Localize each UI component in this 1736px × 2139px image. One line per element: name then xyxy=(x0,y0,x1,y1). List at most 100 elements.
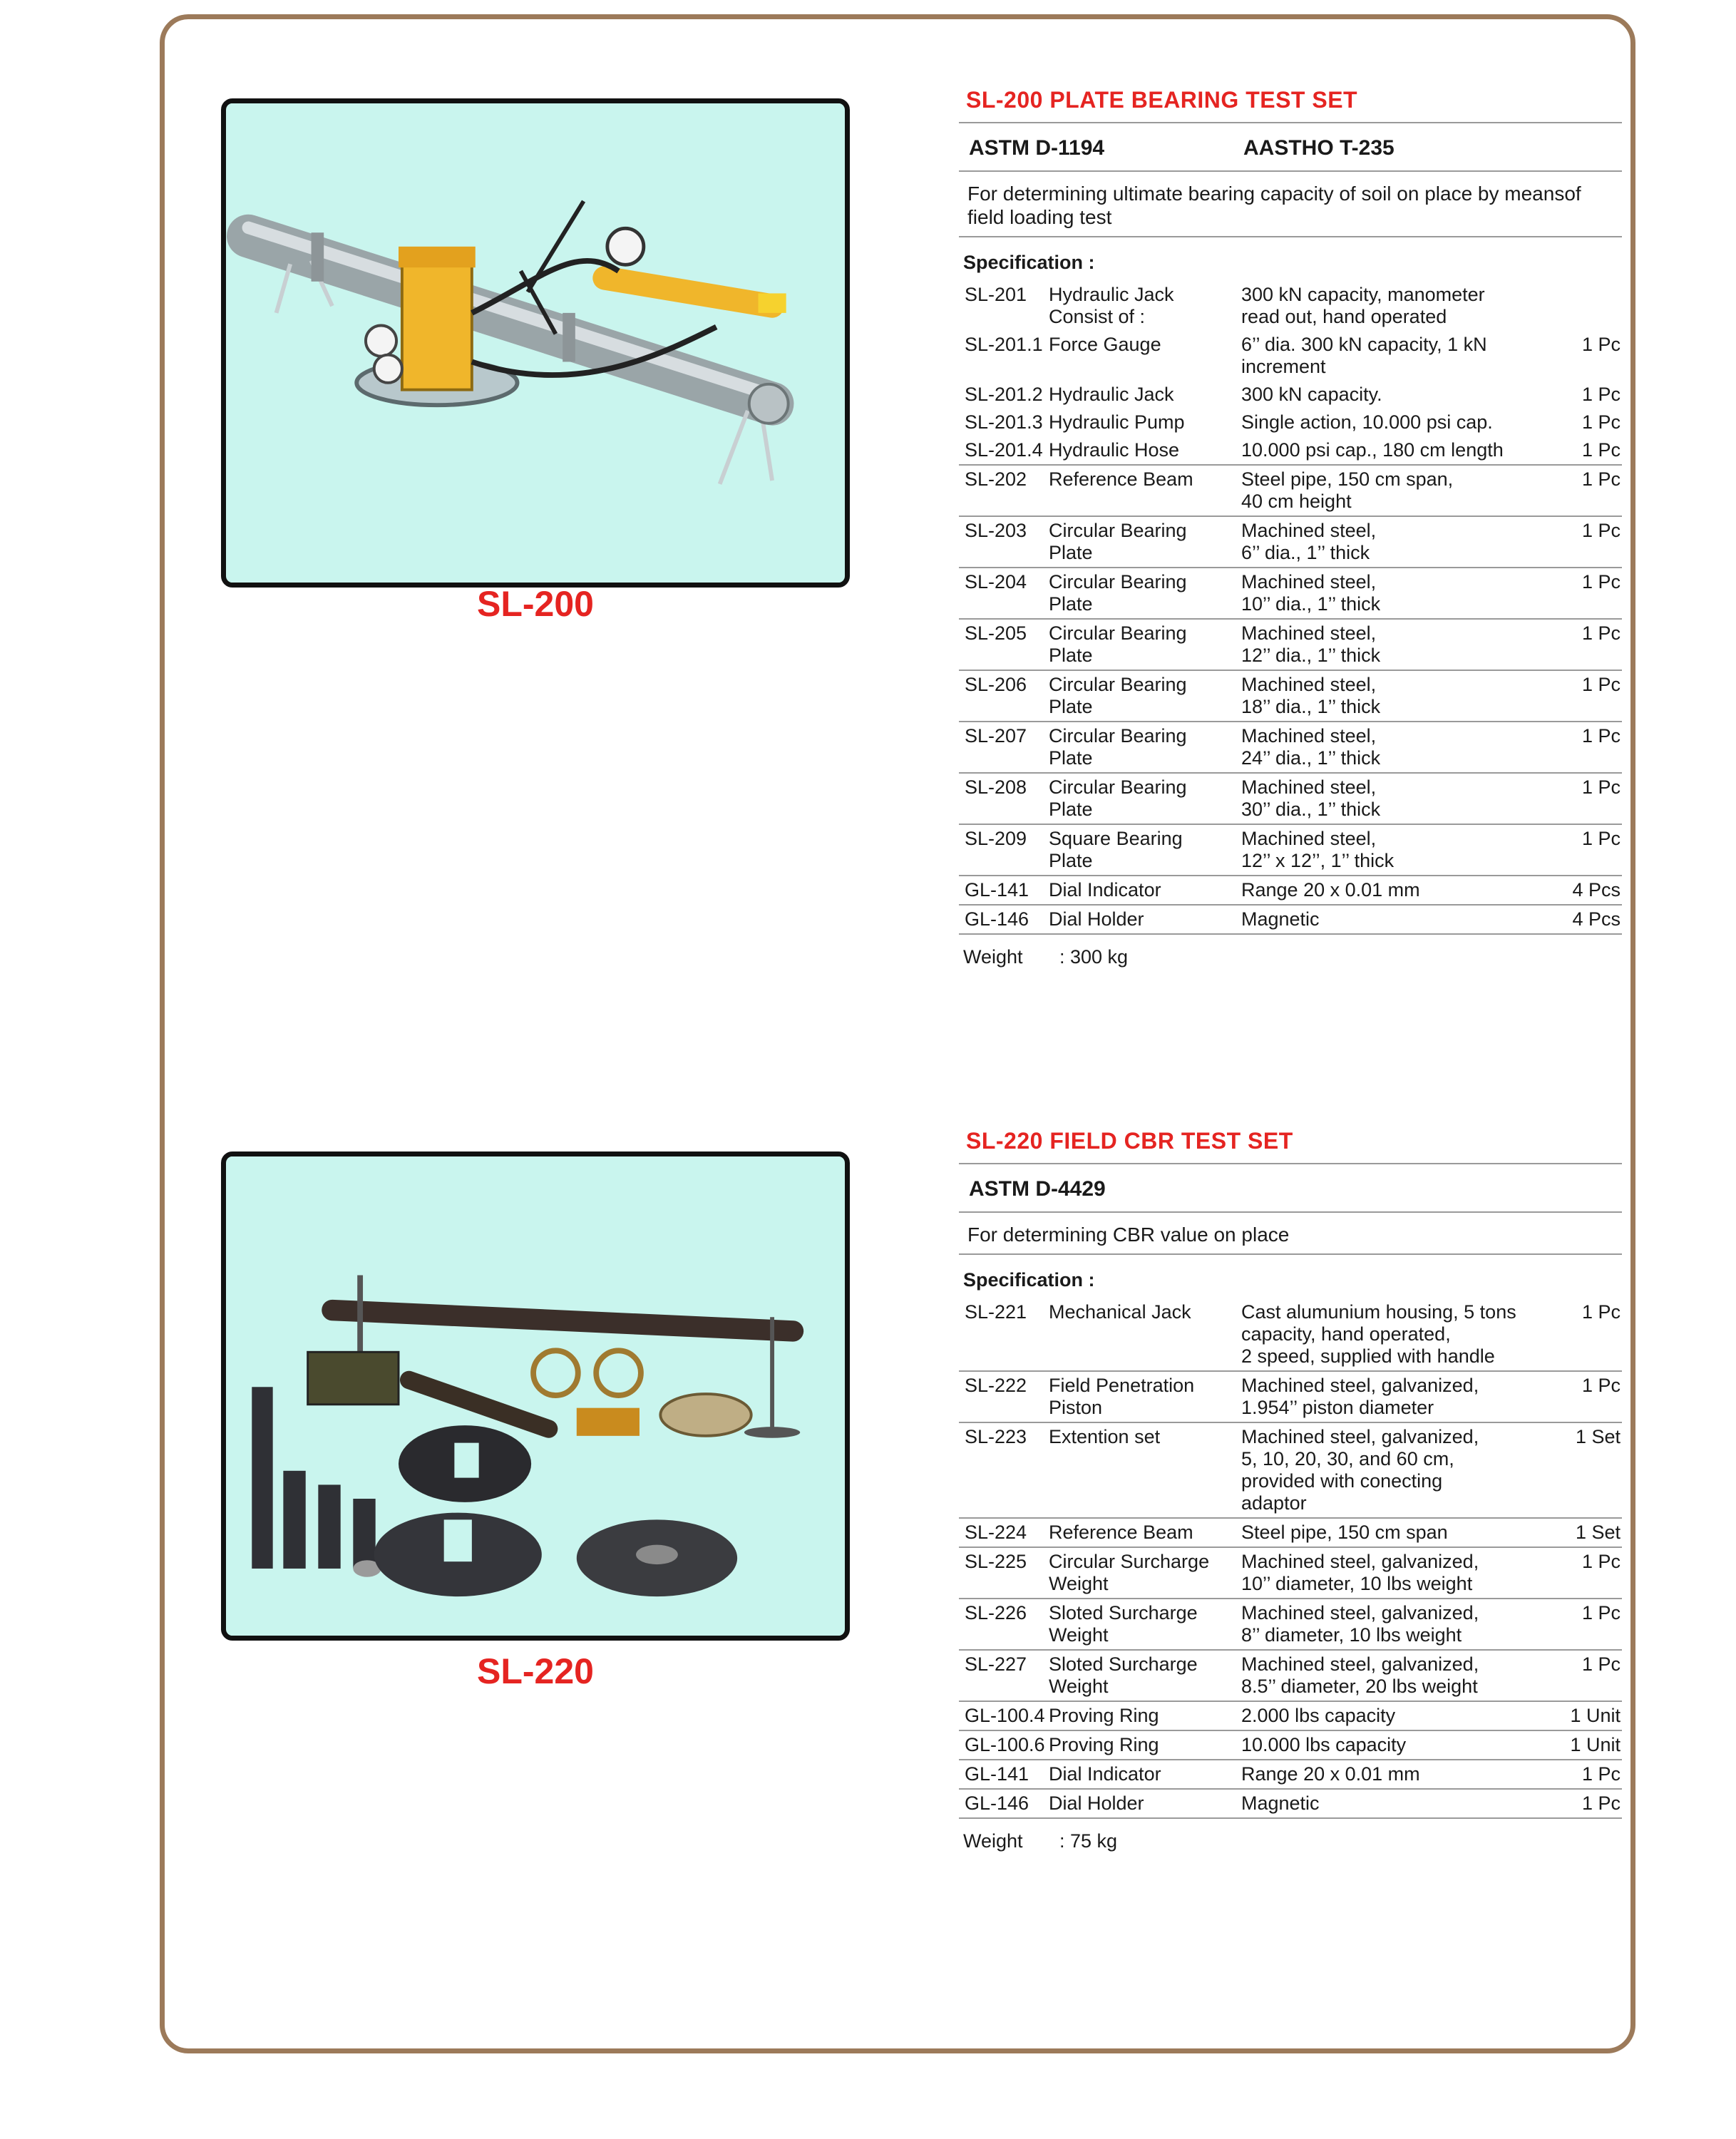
sl220-standards: ASTM D-4429 xyxy=(959,1164,1622,1213)
spec-code: SL-208 xyxy=(965,776,1027,798)
spec-code: SL-204 xyxy=(965,571,1027,593)
spec-description: Steel pipe, 150 cm span, 40 cm height xyxy=(1241,468,1454,512)
sl220-spec-section: SL-220 FIELD CBR TEST SET ASTM D-4429 Fo… xyxy=(959,1128,1622,1852)
spec-quantity: 4 Pcs xyxy=(1572,908,1621,930)
spec-code: SL-201.2 xyxy=(965,384,1043,405)
spec-code: SL-201.1 xyxy=(965,334,1043,355)
spec-code: GL-100.6 xyxy=(965,1734,1045,1755)
spec-name: Reference Beam xyxy=(1049,1522,1193,1543)
spec-code: SL-223 xyxy=(965,1426,1027,1447)
plate-bearing-test-set-illustration xyxy=(227,103,843,583)
spec-quantity: 1 Pc xyxy=(1581,571,1621,593)
spec-code: SL-201.3 xyxy=(965,411,1043,433)
spec-code: SL-221 xyxy=(965,1301,1027,1323)
spec-description: 300 kN capacity, manometer read out, han… xyxy=(1241,284,1485,327)
spec-code: SL-202 xyxy=(965,468,1027,490)
spec-description: 10.000 psi cap., 180 cm length xyxy=(1241,439,1504,461)
sl200-description: For determining ultimate bearing capacit… xyxy=(959,172,1622,237)
spec-row: SL-204 Circular Bearing Plate Machined ste… xyxy=(959,568,1622,620)
sl220-label: SL-220 xyxy=(477,1651,594,1691)
spec-name: Circular Bearing Plate xyxy=(1049,622,1187,666)
spec-description: Cast alumunium housing, 5 tons capacity,… xyxy=(1241,1301,1516,1367)
spec-description: 300 kN capacity. xyxy=(1241,384,1382,405)
spec-quantity: 1 Pc xyxy=(1581,776,1621,798)
sl220-standard-astm: ASTM D-4429 xyxy=(969,1177,1106,1201)
spec-description: Machined steel, galvanized, 5, 10, 20, 3… xyxy=(1241,1426,1479,1514)
spec-code: SL-203 xyxy=(965,520,1027,541)
spec-row: SL-223 Extention set Machined steel, galva… xyxy=(959,1423,1622,1519)
spec-code: SL-209 xyxy=(965,828,1027,849)
spec-name: Dial Holder xyxy=(1049,1792,1144,1814)
spec-name: Square Bearing Plate xyxy=(1049,828,1183,871)
spec-name: Sloted Surcharge Weight xyxy=(1049,1653,1198,1697)
spec-name: Extention set xyxy=(1049,1426,1161,1447)
spec-name: Circular Bearing Plate xyxy=(1049,674,1187,717)
spec-quantity xyxy=(1555,284,1622,328)
sl200-spec-heading: Specification : xyxy=(963,252,1095,273)
spec-quantity: 1 Pc xyxy=(1581,1551,1621,1572)
spec-name: Dial Holder xyxy=(1049,908,1144,930)
spec-name: Circular Bearing Plate xyxy=(1049,725,1187,769)
spec-code: SL-227 xyxy=(965,1653,1027,1675)
spec-description: Machined steel, 10’’ dia., 1’’ thick xyxy=(1241,571,1381,615)
spec-quantity: 1 Pc xyxy=(1581,1763,1621,1785)
spec-quantity: 1 Pc xyxy=(1581,439,1621,461)
spec-code: GL-141 xyxy=(965,1763,1029,1785)
sl200-spec-section: SL-200 PLATE BEARING TEST SET ASTM D-119… xyxy=(959,87,1622,968)
spec-row: SL-201.1 Force Gauge 6’’ dia. 300 kN capac… xyxy=(959,331,1622,381)
spec-name: Proving Ring xyxy=(1049,1734,1159,1755)
spec-description: Magnetic xyxy=(1241,1792,1320,1814)
spec-code: SL-201 xyxy=(965,284,1027,305)
spec-row: SL-226 Sloted Surcharge Weight Machined st… xyxy=(959,1599,1622,1651)
spec-quantity: 1 Pc xyxy=(1581,468,1621,490)
sl200-weight-value: : 300 kg xyxy=(1059,946,1129,968)
spec-code: GL-141 xyxy=(965,879,1029,901)
spec-quantity: 1 Set xyxy=(1575,1522,1621,1543)
spec-name: Circular Bearing Plate xyxy=(1049,571,1187,615)
spec-code: GL-146 xyxy=(965,908,1029,930)
spec-quantity: 1 Pc xyxy=(1581,674,1621,695)
spec-description: 6’’ dia. 300 kN capacity, 1 kN increment xyxy=(1241,334,1487,377)
sl200-weight-label: Weight xyxy=(963,946,1023,968)
spec-description: Machined steel, galvanized, 10’’ diamete… xyxy=(1241,1551,1479,1594)
spec-quantity: 1 Pc xyxy=(1581,1301,1621,1323)
spec-description: Machined steel, galvanized, 1.954’’ pist… xyxy=(1241,1375,1479,1418)
spec-description: Magnetic xyxy=(1241,908,1320,930)
spec-name: Dial Indicator xyxy=(1049,879,1161,901)
spec-description: Machined steel, 24’’ dia., 1’’ thick xyxy=(1241,725,1381,769)
spec-name: Sloted Surcharge Weight xyxy=(1049,1602,1198,1646)
spec-description: 2.000 lbs capacity xyxy=(1241,1705,1396,1726)
spec-code: SL-205 xyxy=(965,622,1027,644)
spec-name: Proving Ring xyxy=(1049,1705,1159,1726)
spec-name: Circular Bearing Plate xyxy=(1049,520,1187,563)
sl220-description: For determining CBR value on place xyxy=(959,1213,1622,1255)
spec-name: Force Gauge xyxy=(1049,334,1161,355)
spec-name: Circular Surcharge Weight xyxy=(1049,1551,1210,1594)
spec-description: Machined steel, 12’’ dia., 1’’ thick xyxy=(1241,622,1381,666)
spec-quantity: 1 Pc xyxy=(1581,411,1621,433)
spec-description: Single action, 10.000 psi cap. xyxy=(1241,411,1493,433)
sl200-standard-astm: ASTM D-1194 xyxy=(969,136,1105,160)
spec-quantity: 1 Pc xyxy=(1581,384,1621,405)
spec-description: Machined steel, galvanized, 8’’ diameter… xyxy=(1241,1602,1479,1646)
spec-name: Hydraulic Hose xyxy=(1049,439,1180,461)
spec-code: SL-226 xyxy=(965,1602,1027,1624)
spec-row: GL-146 Dial Holder Magnetic 4 Pcs xyxy=(959,906,1622,935)
sl200-label: SL-200 xyxy=(477,584,594,624)
spec-quantity: 1 Unit xyxy=(1570,1734,1621,1755)
spec-quantity: 1 Pc xyxy=(1581,1653,1621,1675)
spec-quantity: 1 Pc xyxy=(1581,1792,1621,1814)
spec-code: GL-100.4 xyxy=(965,1705,1045,1726)
